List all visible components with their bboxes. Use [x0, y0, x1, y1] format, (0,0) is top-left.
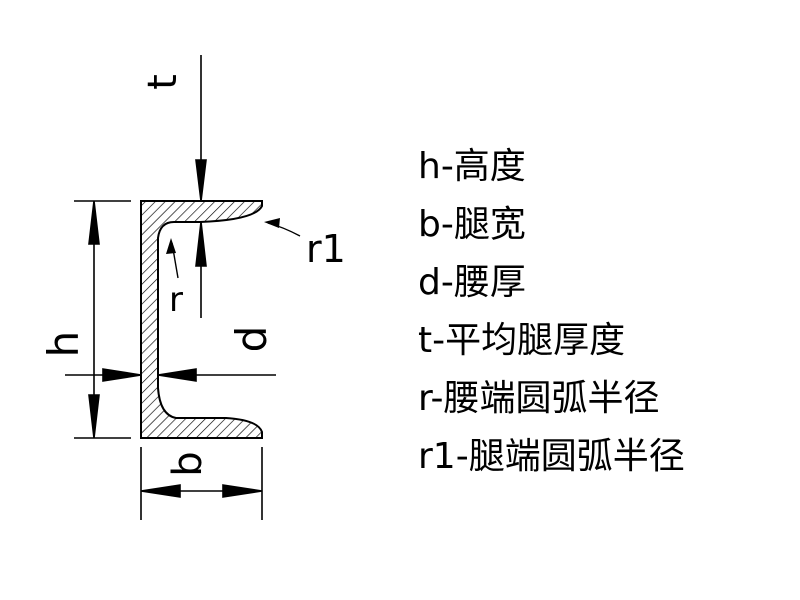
legend-item: r1-腿端圆弧半径	[418, 436, 685, 477]
r1-leader-arrow	[264, 218, 280, 228]
r1-label: r1	[306, 227, 346, 271]
t-label: t	[140, 74, 186, 90]
legend-item: r-腰端圆弧半径	[418, 378, 660, 419]
legend-item: h-高度	[418, 146, 526, 187]
r-label: r	[169, 280, 183, 320]
d-label: d	[227, 326, 276, 353]
b-label: b	[165, 451, 211, 476]
legend-item: b-腿宽	[418, 204, 526, 245]
legend-item: d-腰厚	[418, 262, 526, 303]
legend-item: t-平均腿厚度	[418, 320, 626, 361]
channel-profile	[140, 200, 263, 439]
h-label: h	[39, 331, 88, 358]
h-dimension	[74, 200, 131, 439]
r-leader-arrow	[166, 238, 176, 254]
legend-list: h-高度 b-腿宽 d-腰厚 t-平均腿厚度 r-腰端圆弧半径 r1-腿端圆弧半…	[418, 138, 685, 486]
t-dimension	[195, 55, 207, 318]
d-dimension	[65, 368, 276, 382]
b-dimension	[140, 447, 263, 520]
